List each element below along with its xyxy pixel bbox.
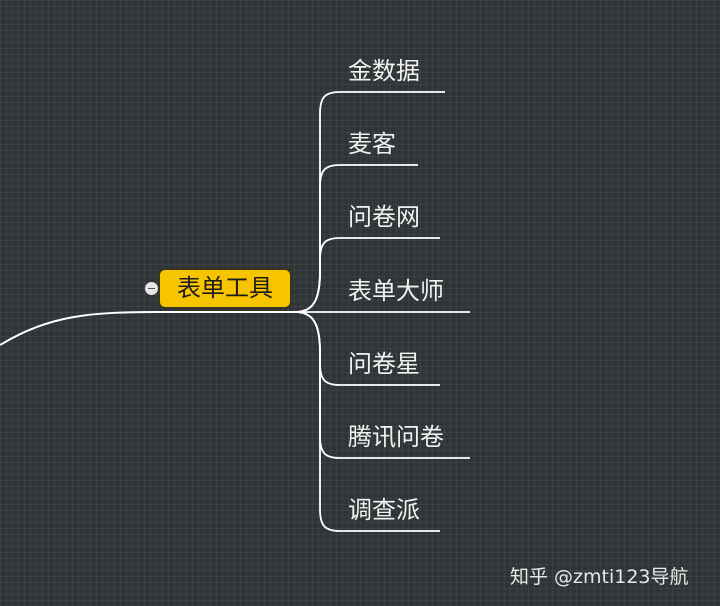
parent-connector <box>0 311 295 346</box>
branch-node[interactable]: 调查派 <box>348 496 420 524</box>
branch-node[interactable]: 金数据 <box>348 57 420 85</box>
branch-connector <box>294 311 440 532</box>
branch-connector <box>294 237 440 313</box>
root-node[interactable]: 表单工具 <box>158 268 292 309</box>
branch-node[interactable]: 腾讯问卷 <box>348 423 444 451</box>
watermark: 知乎 @zmti123导航 <box>510 566 689 588</box>
branch-node[interactable]: 问卷网 <box>348 203 420 231</box>
collapse-toggle-icon[interactable] <box>145 282 158 295</box>
root-node-label: 表单工具 <box>177 274 273 302</box>
branch-node[interactable]: 表单大师 <box>348 277 444 305</box>
branch-node[interactable]: 麦客 <box>348 130 396 158</box>
branch-node[interactable]: 问卷星 <box>348 350 420 378</box>
